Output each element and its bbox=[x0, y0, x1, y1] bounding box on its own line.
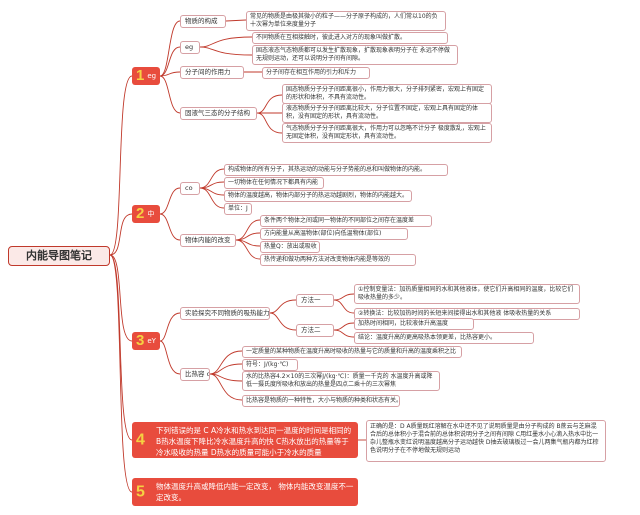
node-specific-heat[interactable]: 比热容 c bbox=[180, 368, 210, 381]
node-method-2[interactable]: 方法二 bbox=[296, 324, 334, 337]
node-method-2-conclusion[interactable]: 结论：温度升高的更高吸热本领更差，比热容更小。 bbox=[354, 332, 534, 344]
node-change-2[interactable]: 方向能量从高温物体(部位)向低温物体(部位) bbox=[260, 228, 408, 240]
node-heat-property[interactable]: 比热容是物质的一种特性，大小与物质的种类和状态有关。 bbox=[242, 395, 400, 407]
link-root-s3 bbox=[109, 254, 133, 342]
node-internal-energy-def[interactable]: co bbox=[180, 182, 200, 195]
branch-number: 2 bbox=[136, 205, 145, 222]
node-state-liquid[interactable]: 液态物质分子分子间距离比较大，分子位置不固定，宏观上具有固定的体积，没有固定的形… bbox=[282, 103, 492, 123]
node-def-1[interactable]: 构成物体的所有分子，其热运动的动能与分子势能的总和叫做物体的内能。 bbox=[224, 164, 448, 176]
node-answer[interactable]: 正确的是：D A质量既红溶解在水中还不见了说明质量是由分子构成的 B蔗云与芝麻混… bbox=[366, 420, 606, 462]
node-change-3[interactable]: 热量Q：放出或吸收 bbox=[260, 241, 320, 253]
branch-number: 4 bbox=[136, 431, 145, 449]
link-root-s5 bbox=[109, 254, 133, 493]
node-change-1[interactable]: 条件两个物体之间或同一物体的不同部位之间存在温度差 bbox=[260, 215, 432, 227]
node-matter-desc[interactable]: 常见的物质是由极其微小的粒子——分子原子构成的，人们常以10的负十次幂为单位来度… bbox=[246, 11, 446, 31]
node-method-2-time[interactable]: 加热时间相同，比较液体升高温度 bbox=[354, 318, 474, 330]
node-heat-water[interactable]: 水的比热容4.2×10的三次幂J/(kg·℃)：质量一千克的 水温度升高或降低一… bbox=[242, 371, 440, 391]
node-heat-def[interactable]: 一定质量的某种物质在温度升高时吸收的热量与它的质量和升高的温度乘积之比 bbox=[242, 346, 462, 358]
branch-number: 1 bbox=[136, 67, 145, 84]
node-change-4[interactable]: 热传递和做功两种方法对改变物体内能是等效的 bbox=[260, 254, 416, 266]
branch-number: 3 bbox=[136, 332, 145, 349]
node-energy-change[interactable]: 物体内能的改变 bbox=[180, 234, 236, 247]
node-state-solid[interactable]: 固态物质分子分子间距离很小，作用力很大，分子排列紧密，宏观上有固定的形状和体积，… bbox=[282, 84, 492, 104]
branch-label: 中 bbox=[147, 210, 155, 218]
branch-4-question[interactable]: 4 下列错误的是 C A冷水和热水到达同一温度的时间是相同的 B热水温度下降比冷水… bbox=[132, 422, 358, 458]
note-text: 物体温度升高或降低内能一定改变， 物体内能改变温度不一定改变。 bbox=[156, 482, 354, 502]
node-method-1[interactable]: 方法一 bbox=[296, 294, 334, 307]
node-def-3[interactable]: 物体的温度越高，物体内部分子的热运动越剧烈，物体的内能越大。 bbox=[224, 190, 412, 202]
node-eg[interactable]: eg bbox=[180, 41, 200, 54]
node-eg-diffusion-states[interactable]: 固态液态气态物质都可以发生扩散现象，扩散现象表明分子在 永远不停做无规则运动，还… bbox=[252, 45, 458, 65]
question-text: 下列错误的是 C A冷水和热水到达同一温度的时间是相同的 B热水温度下降比冷水温… bbox=[156, 426, 352, 457]
node-state-gas[interactable]: 气态物质分子分子间距离很大，作用力可以忽略不计分子 极度散乱，宏观上无固定体积，… bbox=[282, 123, 492, 143]
node-matter-composition[interactable]: 物质的构成 bbox=[180, 15, 226, 28]
link-root-s2 bbox=[109, 213, 133, 256]
node-eg-diffusion[interactable]: 不同物质在互相接触时，彼此进入对方的现象叫做扩散。 bbox=[252, 32, 448, 44]
branch-5-note[interactable]: 5 物体温度升高或降低内能一定改变， 物体内能改变温度不一定改变。 bbox=[132, 478, 358, 506]
node-def-2[interactable]: 一切物体在任何情况下都具有内能 bbox=[224, 177, 324, 189]
branch-label: eY bbox=[147, 337, 156, 345]
node-molecular-force[interactable]: 分子间的作用力 bbox=[180, 66, 244, 79]
node-force-desc[interactable]: 分子间存在相互作用的引力和斥力 bbox=[262, 67, 370, 79]
branch-number: 5 bbox=[136, 483, 145, 501]
node-heat-absorb-experiment[interactable]: 实验探究不同物质的吸热能力 bbox=[180, 307, 270, 320]
node-method-1-control[interactable]: ①控制变量法：加热质量相同的水和其他液体，使它们升高相同的温度，比较它们吸收热量… bbox=[354, 284, 580, 304]
node-three-states[interactable]: 固液气三态的分子结构 bbox=[180, 107, 257, 120]
node-heat-symbol[interactable]: 符号：J/(kg·℃) bbox=[242, 359, 298, 371]
root-topic[interactable]: 内能导图笔记 bbox=[8, 246, 110, 266]
branch-label: eg bbox=[147, 72, 157, 80]
link-root-s1 bbox=[109, 75, 133, 256]
node-def-unit[interactable]: 单位：J bbox=[224, 203, 252, 215]
